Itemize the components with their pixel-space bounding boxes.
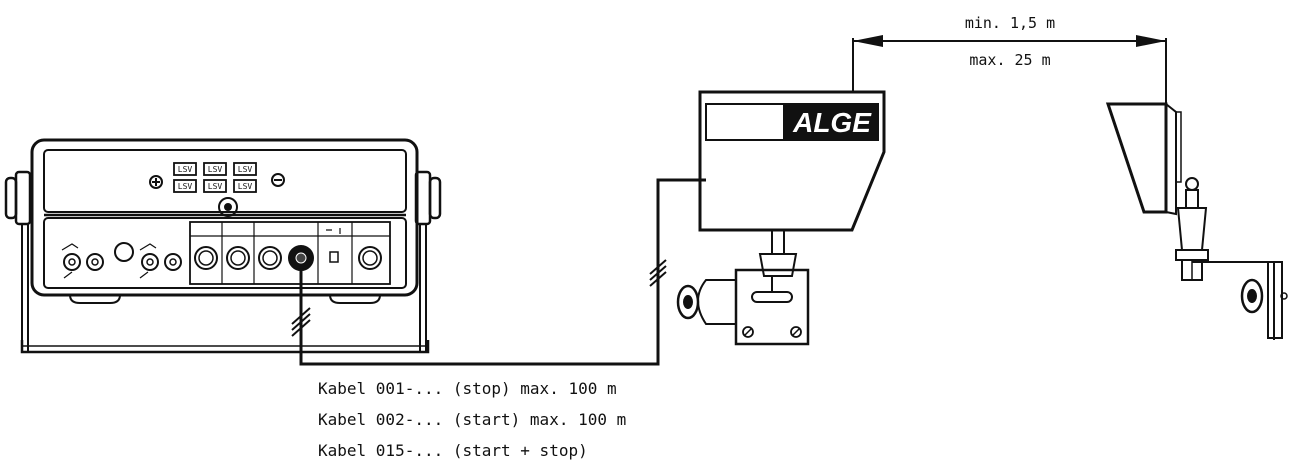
battery-block: LSV [203,162,227,176]
timer-socket-panel [189,221,391,285]
timer-housing [30,138,419,297]
battery-label: LSV [208,165,223,174]
cable-hash-mark [291,307,311,337]
reflector-wall-plate [1267,261,1283,339]
battery-block: LSV [173,162,197,176]
cable-label: Kabel 002-... (start) max. 100 m [318,410,626,429]
plus-terminal-icon [149,175,163,189]
timer-socket-5 [358,246,382,270]
timer-battery-group: LSV LSV LSV LSV LSV LSV [173,162,257,193]
photocell-mount-block [734,268,810,346]
distance-min-label: min. 1,5 m [965,14,1055,32]
battery-label: LSV [208,182,223,191]
timer-jack-1 [63,253,81,271]
timer-jack-3 [141,253,159,271]
timer-right-handle [414,170,442,352]
timer-left-handle [4,170,32,352]
timer-jack-4 [164,253,182,271]
minus-terminal-icon [271,173,285,187]
battery-block: LSV [233,179,257,193]
battery-block: LSV [173,179,197,193]
photocell-clamp [697,279,736,325]
battery-block: LSV [233,162,257,176]
cable-label-list: Kabel 001-... (stop) max. 100 m Kabel 00… [318,379,626,460]
battery-label: LSV [178,182,193,191]
photocell-brand-label: ALGE [792,107,872,138]
cable-hash-mark [649,259,667,287]
reflector-bracket [1175,111,1182,183]
distance-dimension [852,35,1167,104]
photocell-window [705,103,785,141]
distance-max-label: max. 25 m [969,51,1050,69]
timer-socket-1 [194,246,218,270]
battery-label: LSV [238,165,253,174]
timer-top-knob [218,197,238,217]
timer-device [4,138,442,354]
reflector-device [1105,102,1288,340]
photocell-logo-box [785,103,879,141]
reflector-hood [1105,102,1168,214]
cable-label: Kabel 001-... (stop) max. 100 m [318,379,617,398]
timer-socket-3 [258,246,282,270]
timer-rotary-knob [114,242,134,262]
battery-label: LSV [178,165,193,174]
timer-jack-2 [86,253,104,271]
battery-label: LSV [238,182,253,191]
battery-block: LSV [203,179,227,193]
timer-small-switch [329,251,339,263]
connection-cable [291,178,706,366]
cable-label: Kabel 015-... (start + stop) [318,441,588,460]
timer-socket-2 [226,246,250,270]
